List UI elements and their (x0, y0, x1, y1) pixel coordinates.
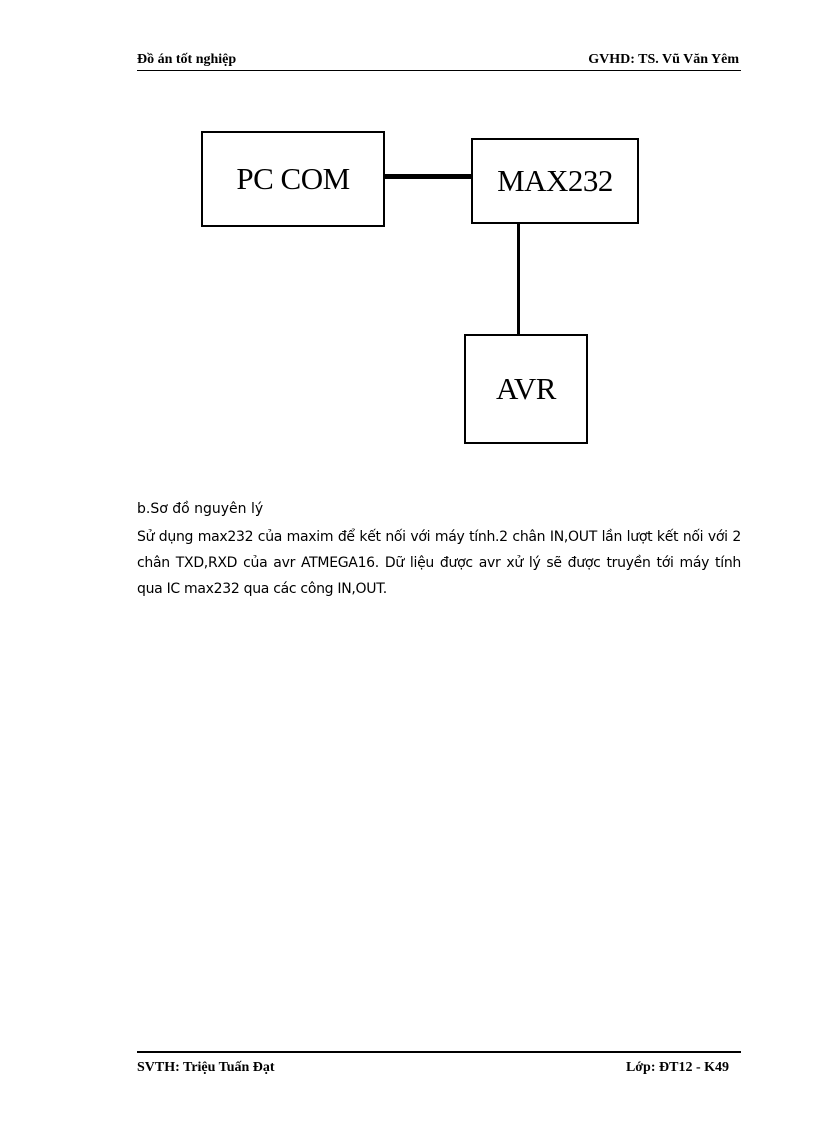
page-footer: SVTH: Triệu Tuấn Đạt Lớp: ĐT12 - K49 (137, 1051, 741, 1075)
avr-box: AVR (464, 334, 588, 444)
max232-box: MAX232 (471, 138, 639, 224)
header-advisor: GVHD: TS. Vũ Văn Yêm (588, 52, 739, 67)
max232-avr-connector (517, 224, 520, 335)
pc-com-box: PC COM (201, 131, 385, 227)
page-header: Đồ án tốt nghiệp GVHD: TS. Vũ Văn Yêm (137, 52, 741, 71)
section-paragraph: Sử dụng max232 của maxim để kết nối với … (137, 529, 741, 597)
pc-max232-connector (385, 174, 472, 179)
footer-student: SVTH: Triệu Tuấn Đạt (137, 1060, 275, 1075)
avr-label: AVR (496, 371, 556, 406)
section-subheading: b.Sơ đồ nguyên lý (137, 501, 264, 517)
header-title: Đồ án tốt nghiệp (137, 52, 237, 67)
footer-class: Lớp: ĐT12 - K49 (625, 1060, 729, 1075)
pc-com-label: PC COM (236, 161, 350, 196)
block-diagram: PC COM MAX232 AVR (0, 0, 816, 480)
max232-label: MAX232 (497, 163, 613, 198)
body-text: b.Sơ đồ nguyên lý Sử dụng max232 của max… (137, 499, 741, 602)
